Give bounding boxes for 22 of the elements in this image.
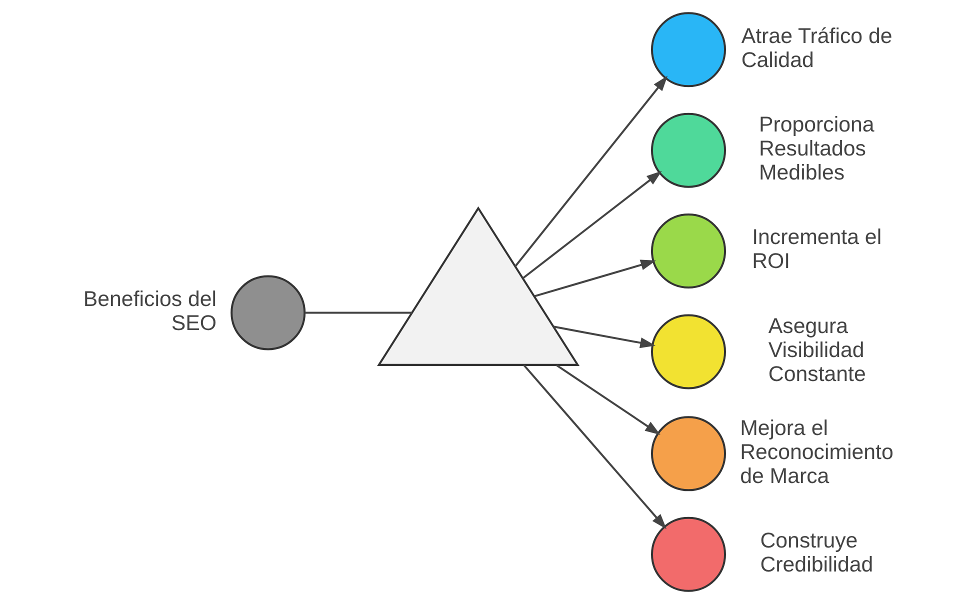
node-circle xyxy=(230,275,306,350)
node-circle xyxy=(650,214,726,289)
node-circle xyxy=(650,314,726,390)
node-circle xyxy=(650,416,726,492)
arrow xyxy=(552,326,656,348)
node-label: Proporciona Resultados Medibles xyxy=(758,112,874,184)
arrow xyxy=(534,260,656,298)
arrow xyxy=(514,76,668,267)
node-label: Incrementa el ROI xyxy=(752,225,882,274)
node-circle xyxy=(650,516,726,592)
node-label: Asegura Visibilidad Constante xyxy=(768,314,866,386)
node-label: Mejora el Reconocimiento de Marca xyxy=(740,416,893,488)
node-label: Construye Credibilidad xyxy=(760,528,873,576)
node-label: Beneficios del SEO xyxy=(82,286,216,335)
connector xyxy=(304,312,412,314)
node-circle xyxy=(650,112,726,188)
arrow xyxy=(522,170,662,280)
node-label: Atrae Tráfico de Calidad xyxy=(740,24,892,72)
arrow xyxy=(522,364,666,530)
node-circle xyxy=(650,12,726,88)
node-triangle xyxy=(376,206,580,366)
arrow xyxy=(556,364,660,435)
